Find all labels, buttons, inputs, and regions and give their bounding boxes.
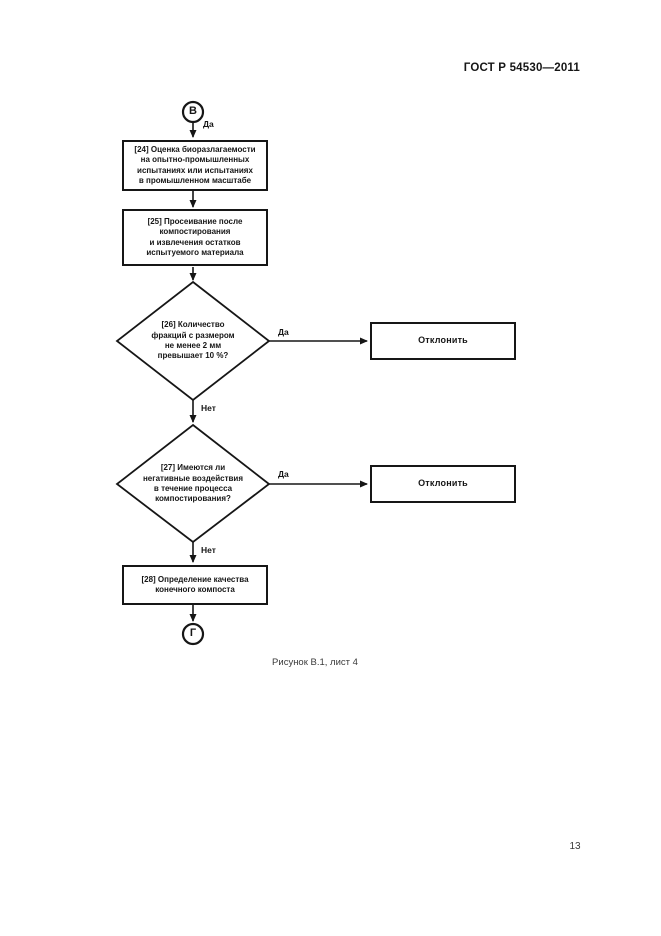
process-box-25: [25] Просеивание после компостирования и…	[122, 209, 268, 266]
document-header: ГОСТ Р 54530—2011	[463, 62, 580, 74]
connector-g-label: Г	[189, 627, 197, 639]
process-box-24: [24] Оценка биоразлагаемости на опытно-п…	[122, 140, 268, 191]
branch-label-da-27: Да	[278, 469, 289, 479]
branch-label-da-top: Да	[203, 119, 214, 129]
reject-box-2: Отклонить	[370, 465, 516, 503]
connector-g-circle	[181, 622, 205, 646]
branch-label-da-26: Да	[278, 327, 289, 337]
decision-27-text: [27] Имеются ли негативные воздействия в…	[142, 463, 244, 504]
figure-caption: Рисунок В.1, лист 4	[272, 657, 358, 668]
reject-box-1: Отклонить	[370, 322, 516, 360]
branch-label-net-27: Нет	[201, 545, 216, 555]
process-box-28: [28] Определение качества конечного комп…	[122, 565, 268, 605]
connector-b-circle	[181, 100, 205, 124]
page-number: 13	[569, 841, 581, 852]
branch-label-net-26: Нет	[201, 403, 216, 413]
decision-26-text: [26] Количество фракций с размером не ме…	[151, 320, 235, 361]
connector-b-label: В	[189, 105, 197, 117]
